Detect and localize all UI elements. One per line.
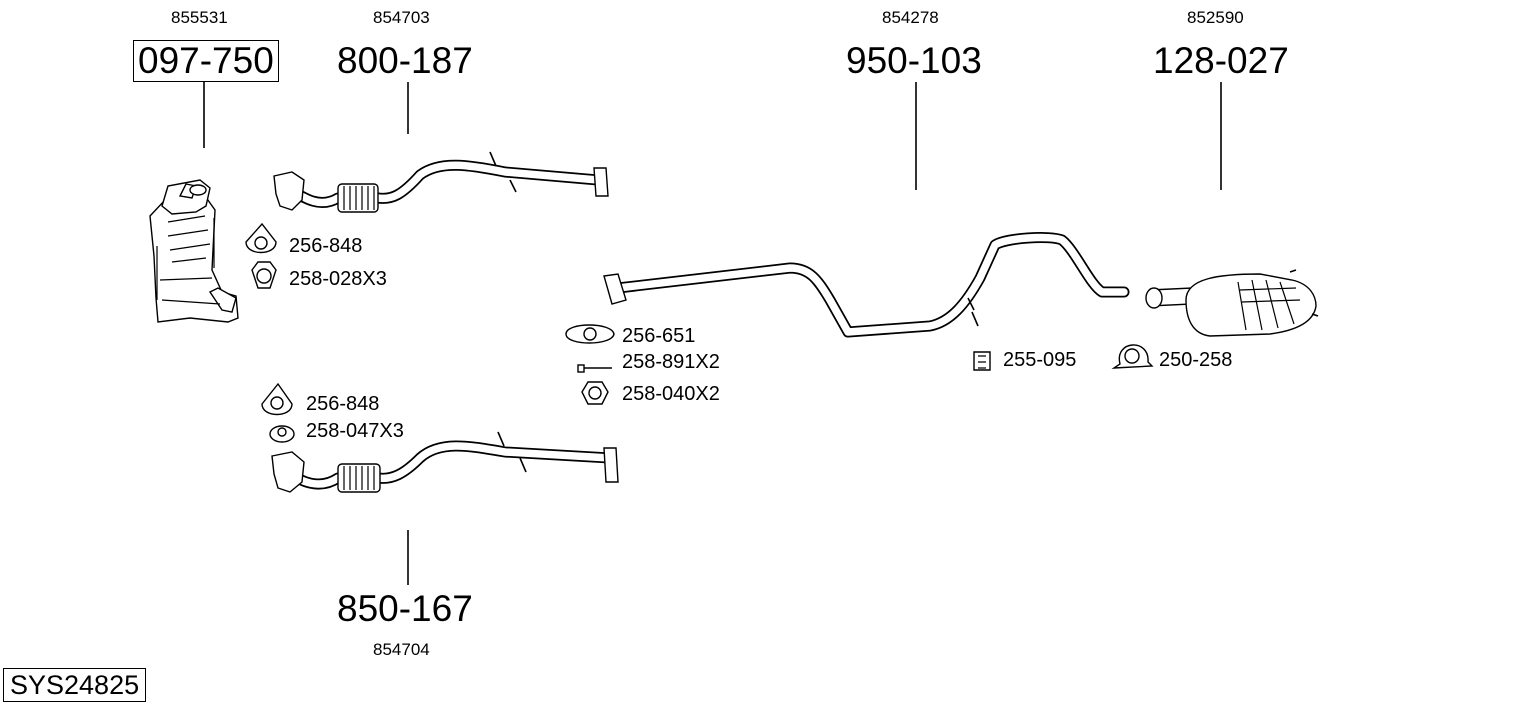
part-number-catalyst[interactable]: 097-750 [133, 40, 279, 82]
part-number-rear-silencer[interactable]: 128-027 [1153, 40, 1289, 81]
part-reference-rear-silencer: 852590 [1187, 8, 1244, 27]
part-reference-catalyst: 855531 [171, 8, 228, 27]
accessory-label-nut-1[interactable]: 258-028X3 [289, 268, 387, 290]
rubber-mount-icon [973, 351, 991, 371]
system-code: SYS24825 [3, 668, 147, 702]
part-reference-front-pipe-b: 854704 [373, 640, 430, 659]
catalyst-drawing[interactable] [149, 179, 239, 323]
part-number-center-pipe[interactable]: 950-103 [846, 40, 982, 81]
rear-silencer-drawing[interactable] [1145, 269, 1319, 337]
accessory-label-nut-2[interactable]: 258-047X3 [306, 420, 404, 442]
accessory-label-bolt-1[interactable]: 258-891X2 [622, 351, 720, 373]
center-pipe-drawing[interactable] [603, 232, 1130, 338]
accessory-label-gasket-3[interactable]: 256-651 [622, 325, 696, 347]
accessory-label-mount-1[interactable]: 255-095 [1003, 349, 1077, 371]
accessory-label-nut-3[interactable]: 258-040X2 [622, 383, 720, 405]
accessory-label-clamp-1[interactable]: 250-258 [1159, 349, 1233, 371]
part-number-front-pipe-b[interactable]: 850-167 [337, 588, 473, 629]
front-pipe-b-drawing[interactable] [271, 431, 619, 493]
part-reference-center-pipe: 854278 [882, 8, 939, 27]
part-number-front-pipe-a[interactable]: 800-187 [337, 40, 473, 81]
accessory-label-gasket-2[interactable]: 256-848 [306, 393, 380, 415]
accessory-label-gasket-1[interactable]: 256-848 [289, 235, 363, 257]
part-reference-front-pipe-a: 854703 [373, 8, 430, 27]
front-pipe-a-drawing[interactable] [273, 151, 609, 213]
